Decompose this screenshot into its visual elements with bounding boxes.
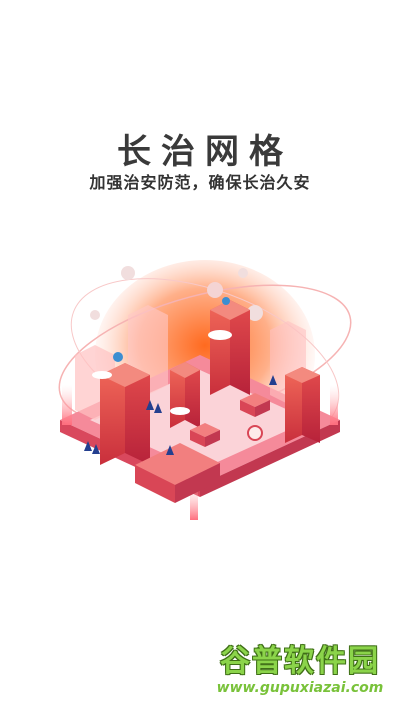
isometric-city-icon bbox=[58, 260, 352, 520]
watermark-name: 谷普软件园 bbox=[220, 644, 380, 679]
app-title: 长治网格 bbox=[117, 132, 293, 172]
app-slogan: 加强治安防范，确保长治久安 bbox=[89, 173, 311, 192]
watermark: 谷普软件园 www.gupuxiazai.com bbox=[206, 645, 394, 705]
watermark-url: www.gupuxiazai.com bbox=[216, 680, 384, 696]
